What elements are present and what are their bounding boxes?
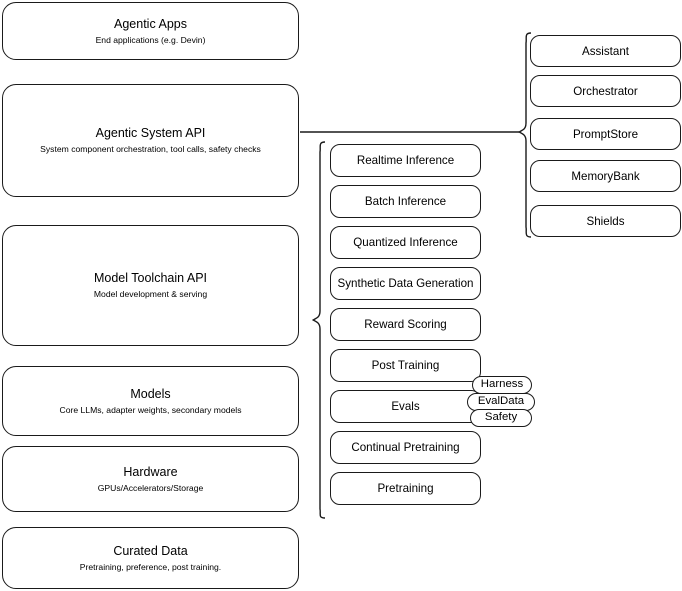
component-label: PromptStore	[572, 127, 639, 141]
capability-synthetic-data-generation[interactable]: Synthetic Data Generation	[330, 267, 481, 300]
component-assistant[interactable]: Assistant	[530, 35, 681, 67]
layer-curated-data[interactable]: Curated Data Pretraining, preference, po…	[2, 527, 299, 589]
layer-title: Hardware	[123, 464, 178, 479]
capability-batch-inference[interactable]: Batch Inference	[330, 185, 481, 218]
layer-subtitle: End applications (e.g. Devin)	[95, 34, 206, 45]
capability-label: Synthetic Data Generation	[337, 277, 474, 290]
layer-agentic-system-api[interactable]: Agentic System API System component orch…	[2, 84, 299, 197]
layer-subtitle: Core LLMs, adapter weights, secondary mo…	[59, 404, 242, 415]
capability-label: Continual Pretraining	[351, 441, 460, 454]
layer-hardware[interactable]: Hardware GPUs/Accelerators/Storage	[2, 446, 299, 512]
component-promptstore[interactable]: PromptStore	[530, 118, 681, 150]
eval-tag-harness[interactable]: Harness	[472, 376, 532, 394]
layer-subtitle: GPUs/Accelerators/Storage	[97, 482, 204, 493]
capability-post-training[interactable]: Post Training	[330, 349, 481, 382]
capability-pretraining[interactable]: Pretraining	[330, 472, 481, 505]
capability-continual-pretraining[interactable]: Continual Pretraining	[330, 431, 481, 464]
component-label: Assistant	[581, 44, 630, 58]
layer-models[interactable]: Models Core LLMs, adapter weights, secon…	[2, 366, 299, 436]
layer-subtitle: Pretraining, preference, post training.	[79, 561, 222, 572]
component-orchestrator[interactable]: Orchestrator	[530, 75, 681, 107]
layer-title: Models	[130, 386, 171, 401]
capability-label: Quantized Inference	[353, 236, 458, 249]
component-label: Orchestrator	[573, 84, 638, 98]
layer-subtitle: System component orchestration, tool cal…	[40, 144, 261, 154]
component-shields[interactable]: Shields	[530, 205, 681, 237]
eval-tag-safety[interactable]: Safety	[470, 409, 532, 427]
capability-realtime-inference[interactable]: Realtime Inference	[330, 144, 481, 177]
capability-label: Evals	[391, 400, 420, 413]
layer-title: Curated Data	[113, 543, 188, 558]
component-label: MemoryBank	[571, 169, 640, 183]
capability-reward-scoring[interactable]: Reward Scoring	[330, 308, 481, 341]
toolchain-brace	[312, 141, 326, 519]
layer-title: Agentic Apps	[114, 16, 187, 31]
capability-label: Reward Scoring	[364, 318, 447, 331]
capability-label: Realtime Inference	[356, 154, 455, 167]
component-memorybank[interactable]: MemoryBank	[530, 160, 681, 192]
layer-subtitle: Model development & serving	[93, 289, 208, 299]
capability-label: Batch Inference	[364, 195, 447, 208]
layer-agentic-apps[interactable]: Agentic Apps End applications (e.g. Devi…	[2, 2, 299, 60]
capability-quantized-inference[interactable]: Quantized Inference	[330, 226, 481, 259]
capability-evals[interactable]: Evals	[330, 390, 481, 423]
capability-label: Pretraining	[377, 482, 434, 495]
layer-title: Agentic System API	[95, 126, 206, 140]
layer-model-toolchain-api[interactable]: Model Toolchain API Model development & …	[2, 225, 299, 346]
component-label: Shields	[586, 214, 625, 228]
capability-label: Post Training	[371, 359, 440, 372]
layer-title: Model Toolchain API	[93, 271, 208, 285]
